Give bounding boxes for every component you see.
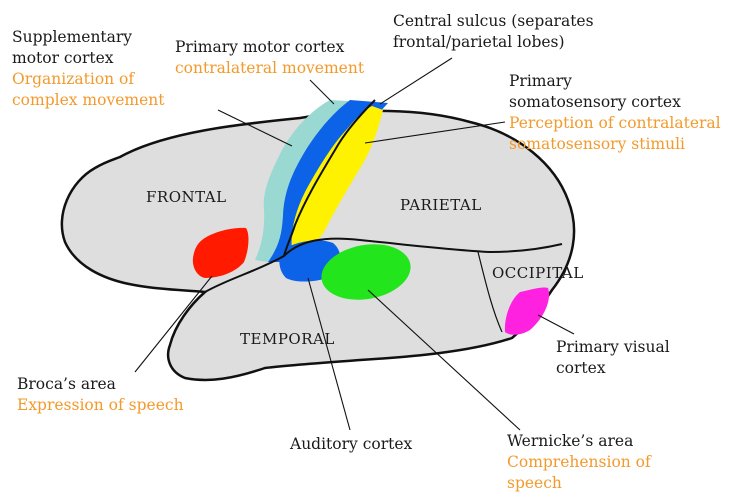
somatosensory-name-line-2: somatosensory cortex xyxy=(509,92,721,113)
lobe-label-occipital: OCCIPITAL xyxy=(492,264,584,282)
visual-cortex-label: Primary visual cortex xyxy=(556,337,670,379)
central-sulcus-line-2: frontal/parietal lobes) xyxy=(393,32,594,53)
auditory-label: Auditory cortex xyxy=(290,434,412,455)
supplementary-function-line-1: Organization of xyxy=(12,69,164,90)
central-sulcus-label: Central sulcus (separates frontal/pariet… xyxy=(393,11,594,53)
primary-motor-pointer xyxy=(310,80,334,104)
somatosensory-name-line-1: Primary xyxy=(509,71,721,92)
auditory-name: Auditory cortex xyxy=(290,434,412,455)
primary-motor-name: Primary motor cortex xyxy=(175,37,364,58)
primary-motor-function: contralateral movement xyxy=(175,58,364,79)
lobe-label-parietal: PARIETAL xyxy=(400,196,482,214)
visual-name-line-2: cortex xyxy=(556,358,670,379)
somatosensory-function-line-1: Perception of contralateral xyxy=(509,113,721,134)
lobe-label-frontal: FRONTAL xyxy=(146,188,227,206)
wernicke-label: Wernicke’s area Comprehension of speech xyxy=(507,431,651,494)
wernicke-name: Wernicke’s area xyxy=(507,431,651,452)
visual-pointer xyxy=(538,315,574,334)
wernicke-function-line-1: Comprehension of xyxy=(507,452,651,473)
central-sulcus-line-1: Central sulcus (separates xyxy=(393,11,594,32)
visual-name-line-1: Primary visual xyxy=(556,337,670,358)
central-sulcus-pointer xyxy=(380,58,452,104)
broca-name: Broca’s area xyxy=(17,374,184,395)
supplementary-function-line-2: complex movement xyxy=(12,90,164,111)
somatosensory-label: Primary somatosensory cortex Perception … xyxy=(509,71,721,155)
lobe-label-temporal: TEMPORAL xyxy=(240,330,335,348)
broca-function: Expression of speech xyxy=(17,395,184,416)
wernicke-function-line-2: speech xyxy=(507,473,651,494)
supplementary-name-line-2: motor cortex xyxy=(12,48,164,69)
primary-motor-label: Primary motor cortex contralateral movem… xyxy=(175,37,364,79)
supplementary-name-line-1: Supplementary xyxy=(12,27,164,48)
somatosensory-function-line-2: somatosensory stimuli xyxy=(509,134,721,155)
broca-label: Broca’s area Expression of speech xyxy=(17,374,184,416)
supplementary-motor-label: Supplementary motor cortex Organization … xyxy=(12,27,164,111)
